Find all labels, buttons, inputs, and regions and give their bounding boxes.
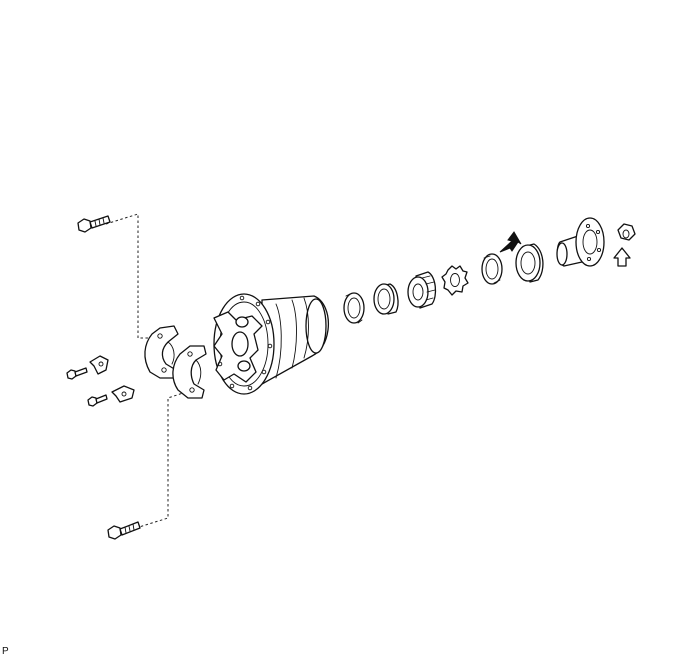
lock-plate-bolt-lower [87, 394, 108, 407]
spacer-ring [343, 292, 365, 324]
oil-seal-ring [481, 253, 503, 285]
bearing-cap-left [144, 325, 179, 379]
lock-washer [441, 265, 469, 296]
upper-case-bolt [77, 215, 111, 233]
leader-line-lower [135, 391, 187, 529]
solid-callout-arrow [499, 231, 522, 253]
outline-callout-arrow [613, 247, 631, 267]
lock-plate-upper [89, 355, 109, 375]
bearing-outer-race [373, 283, 399, 315]
figure-corner-label: P [2, 646, 9, 657]
lock-plate-bolt-upper [66, 367, 88, 380]
leader-line-upper [105, 213, 152, 339]
nut [617, 223, 636, 241]
lock-plate-lower [111, 385, 135, 403]
tapered-roller-bearing [407, 271, 437, 309]
differential-case-housing [213, 293, 330, 395]
lower-case-bolt [107, 521, 141, 540]
bearing-cap-right [172, 345, 207, 399]
companion-flange [556, 217, 605, 267]
bearing-race [515, 243, 544, 283]
